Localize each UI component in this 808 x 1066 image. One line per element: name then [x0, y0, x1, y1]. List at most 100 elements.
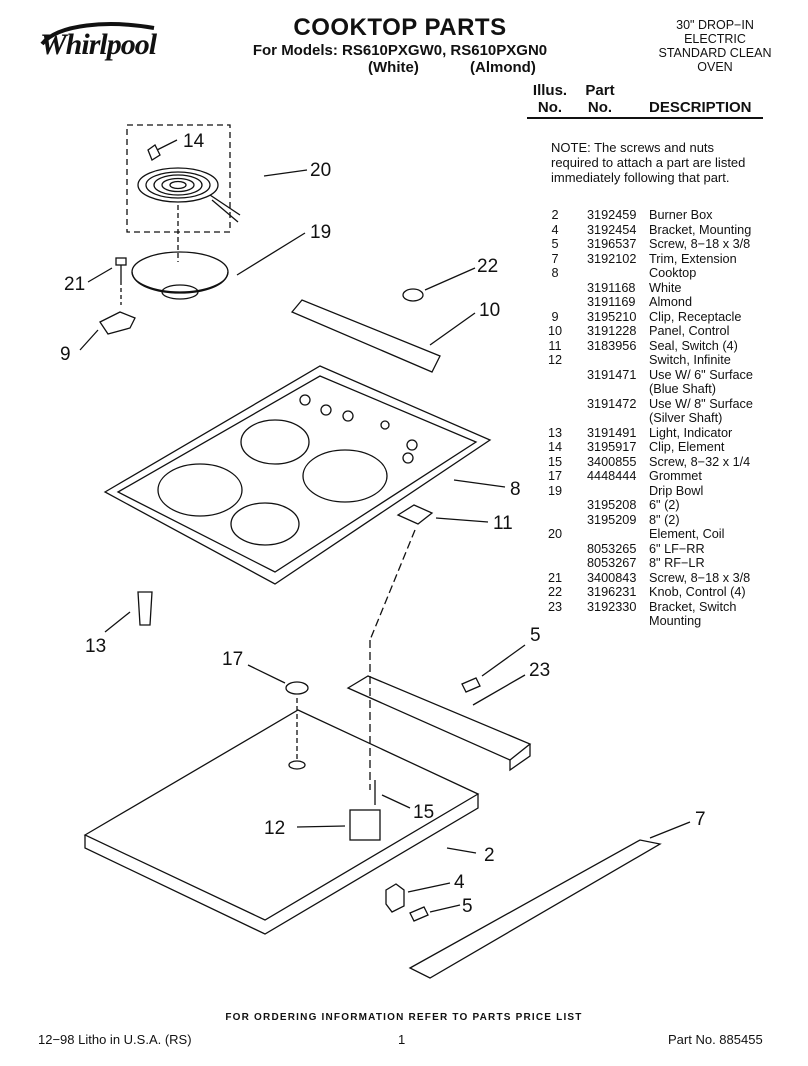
callout-5-lower: 5 — [462, 896, 473, 917]
part-no-cell: 3195208 — [587, 498, 637, 512]
illus-no-cell: 15 — [547, 454, 563, 469]
callout-13: 13 — [85, 636, 106, 657]
illus-no-cell: 9 — [551, 309, 559, 324]
product-line: ELECTRIC — [684, 32, 746, 46]
part-no-cell: 3192454 — [587, 222, 637, 237]
callout-4: 4 — [454, 872, 465, 893]
part-no-cell: 3400855 — [587, 454, 637, 469]
cooktop — [103, 365, 492, 585]
part-no-cell: 3400843 — [587, 570, 637, 585]
indicator-light — [137, 591, 153, 626]
product-line: OVEN — [697, 60, 733, 74]
grommet — [285, 681, 309, 695]
coil-element — [137, 167, 241, 223]
illus-no-cell: 22 — [547, 585, 563, 599]
drip-bowl — [131, 251, 229, 300]
illus-no-cell: 12 — [547, 353, 563, 367]
litho-info: 12−98 Litho in U.S.A. (RS) — [38, 1032, 192, 1047]
description-cell: Grommet — [649, 469, 702, 483]
description-cell: (Blue Shaft) — [649, 382, 716, 396]
extension-trim — [408, 839, 662, 979]
illus-no-cell: 2 — [551, 208, 559, 222]
description-cell: 6" LF−RR — [649, 541, 705, 556]
description-cell: White — [649, 280, 682, 295]
illus-no-cell: 20 — [547, 527, 563, 541]
part-no-cell: 3196537 — [587, 237, 637, 251]
description-cell: Seal, Switch (4) — [649, 338, 738, 353]
illus-no-cell: 4 — [551, 222, 559, 237]
callout-9: 9 — [60, 344, 71, 365]
callout-12: 12 — [264, 818, 285, 839]
description-cell: (Silver Shaft) — [649, 411, 723, 425]
illus-no-cell: 19 — [547, 483, 563, 498]
description-cell: Switch, Infinite — [649, 353, 731, 367]
part-no-cell: 3195917 — [587, 440, 637, 454]
part-header-line: Part — [585, 82, 615, 99]
part-no-cell: 3191169 — [587, 295, 636, 309]
callout-15: 15 — [413, 802, 434, 823]
part-no-cell: 3192102 — [587, 251, 637, 266]
part-no-cell: 3191168 — [587, 280, 636, 295]
callout-17: 17 — [222, 649, 243, 670]
control-panel — [290, 299, 441, 373]
part-no-cell: 8053265 — [587, 541, 637, 556]
illus-no-cell: 21 — [547, 570, 563, 585]
part-no-cell: 3191472 — [587, 396, 637, 411]
part-no-header: Part No. — [585, 82, 615, 116]
description-cell: Use W/ 6" Surface — [649, 367, 753, 382]
callout-10: 10 — [479, 300, 500, 321]
illus-no-cell: 5 — [551, 237, 559, 251]
illus-header-line: Illus. — [532, 82, 568, 99]
description-cell: Clip, Element — [649, 440, 725, 454]
color-white-label: (White) — [368, 59, 419, 76]
description-cell: Cooktop — [649, 266, 697, 280]
color-almond-label: (Almond) — [470, 59, 536, 76]
infinite-switch — [349, 809, 381, 841]
callout-14: 14 — [183, 131, 205, 152]
description-cell: Knob, Control (4) — [649, 585, 746, 599]
illus-no-cell: 8 — [551, 266, 559, 280]
callout-11: 11 — [493, 513, 513, 534]
illus-no-cell: 10 — [547, 324, 563, 338]
illus-no-cell: 11 — [548, 338, 562, 353]
part-number: Part No. 885455 — [668, 1032, 763, 1047]
part-no-cell: 3191228 — [587, 324, 637, 338]
screw-5-upper — [461, 677, 481, 693]
control-knob — [402, 288, 424, 302]
description-cell: Light, Indicator — [649, 425, 733, 440]
description-cell: Burner Box — [649, 208, 713, 222]
callout-7: 7 — [695, 809, 706, 830]
description-cell: Element, Coil — [649, 527, 725, 541]
screws-note: NOTE: The screws and nuts required to at… — [551, 140, 746, 185]
illus-no-cell: 14 — [547, 440, 563, 454]
description-cell: 8" RF−LR — [649, 556, 705, 570]
description-cell: Clip, Receptacle — [649, 309, 742, 324]
callout-8: 8 — [510, 479, 521, 500]
burner-box — [83, 709, 480, 935]
description-cell: 6" (2) — [649, 498, 680, 512]
screw-21 — [115, 257, 127, 285]
description-cell: Screw, 8−18 x 3/8 — [649, 237, 751, 251]
callout-19: 19 — [310, 222, 331, 243]
description-cell: Bracket, Mounting — [649, 222, 752, 237]
callout-22: 22 — [477, 256, 498, 277]
brand-logo: Whirlpool — [40, 28, 157, 61]
callout-5-upper: 5 — [530, 625, 541, 646]
ordering-info: FOR ORDERING INFORMATION REFER TO PARTS … — [225, 1012, 583, 1023]
description-cell: Almond — [649, 295, 693, 309]
illus-no-cell: 23 — [547, 599, 563, 614]
header-divider — [527, 117, 763, 119]
page-number: 1 — [398, 1032, 406, 1047]
part-no-cell: 3183956 — [587, 338, 637, 353]
description-cell: Mounting — [649, 614, 702, 628]
description-cell: Trim, Extension — [649, 251, 737, 266]
callout-21: 21 — [64, 274, 85, 295]
product-type: 30" DROP−IN ELECTRIC STANDARD CLEAN OVEN — [640, 18, 790, 74]
part-no-cell: 3196231 — [587, 585, 637, 599]
illus-header-line: No. — [537, 99, 563, 116]
illus-no-cell: 17 — [547, 469, 563, 483]
callout-2: 2 — [484, 845, 495, 866]
product-line: STANDARD CLEAN — [658, 46, 772, 60]
element-clip — [147, 144, 161, 161]
part-no-cell: 3195210 — [587, 309, 637, 324]
